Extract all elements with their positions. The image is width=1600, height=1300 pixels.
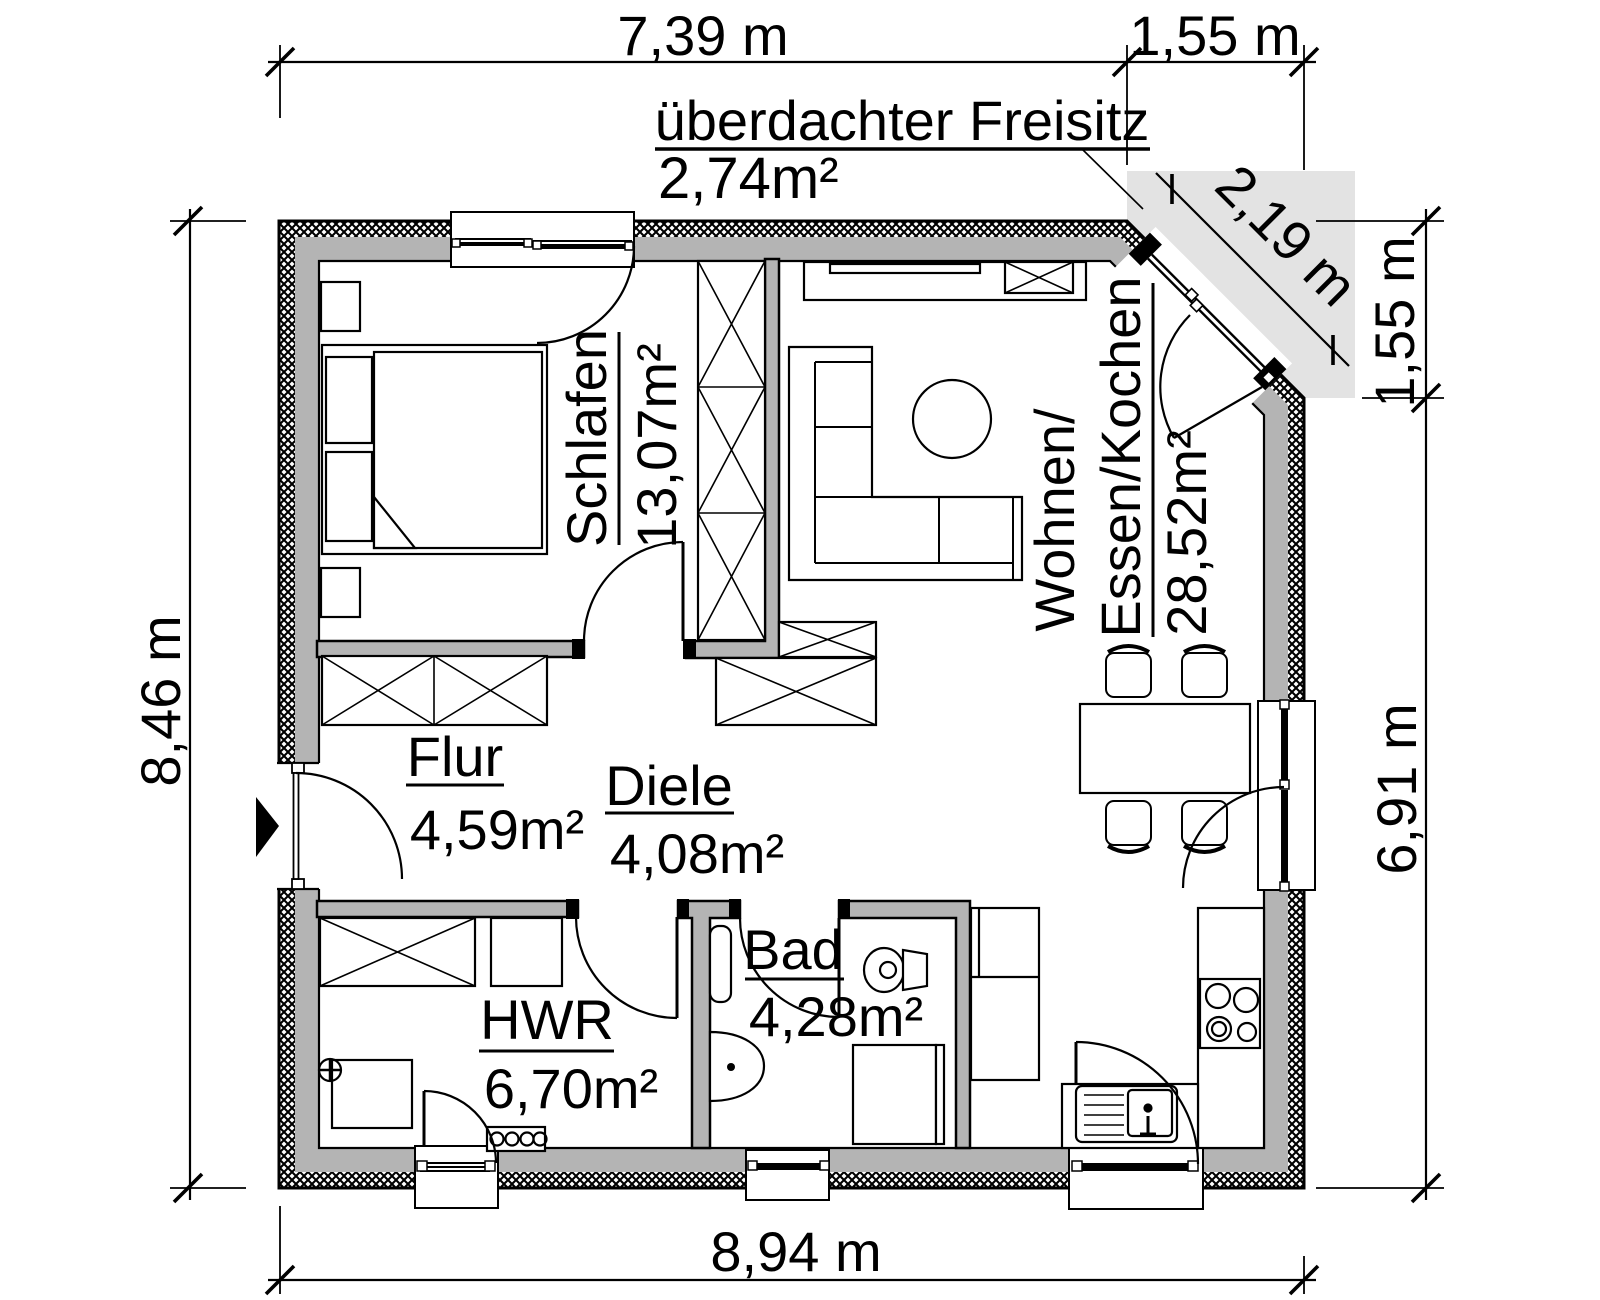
svg-text:8,46 m: 8,46 m — [129, 615, 192, 786]
svg-text:Schlafen: Schlafen — [555, 329, 618, 547]
svg-text:4,08m²: 4,08m² — [610, 822, 784, 885]
svg-text:HWR: HWR — [480, 988, 614, 1051]
svg-text:7,39 m: 7,39 m — [617, 4, 788, 67]
svg-text:2,74m²: 2,74m² — [658, 146, 839, 211]
svg-text:6,70m²: 6,70m² — [484, 1057, 658, 1120]
svg-text:28,52m²: 28,52m² — [1155, 430, 1218, 635]
svg-text:überdachter Freisitz: überdachter Freisitz — [655, 89, 1150, 152]
svg-text:13,07m²: 13,07m² — [625, 343, 688, 548]
svg-text:1,55 m: 1,55 m — [1363, 236, 1426, 407]
svg-text:Diele: Diele — [605, 754, 733, 817]
svg-text:6,91 m: 6,91 m — [1365, 703, 1428, 874]
svg-text:Essen/Kochen: Essen/Kochen — [1089, 276, 1152, 637]
svg-text:Bad: Bad — [743, 918, 843, 981]
svg-text:4,59m²: 4,59m² — [410, 798, 584, 861]
svg-text:Wohnen/: Wohnen/ — [1023, 408, 1086, 632]
svg-text:1,55 m: 1,55 m — [1129, 4, 1300, 67]
svg-text:Flur: Flur — [407, 725, 503, 788]
svg-text:8,94 m: 8,94 m — [710, 1220, 881, 1283]
svg-text:4,28m²: 4,28m² — [749, 985, 923, 1048]
